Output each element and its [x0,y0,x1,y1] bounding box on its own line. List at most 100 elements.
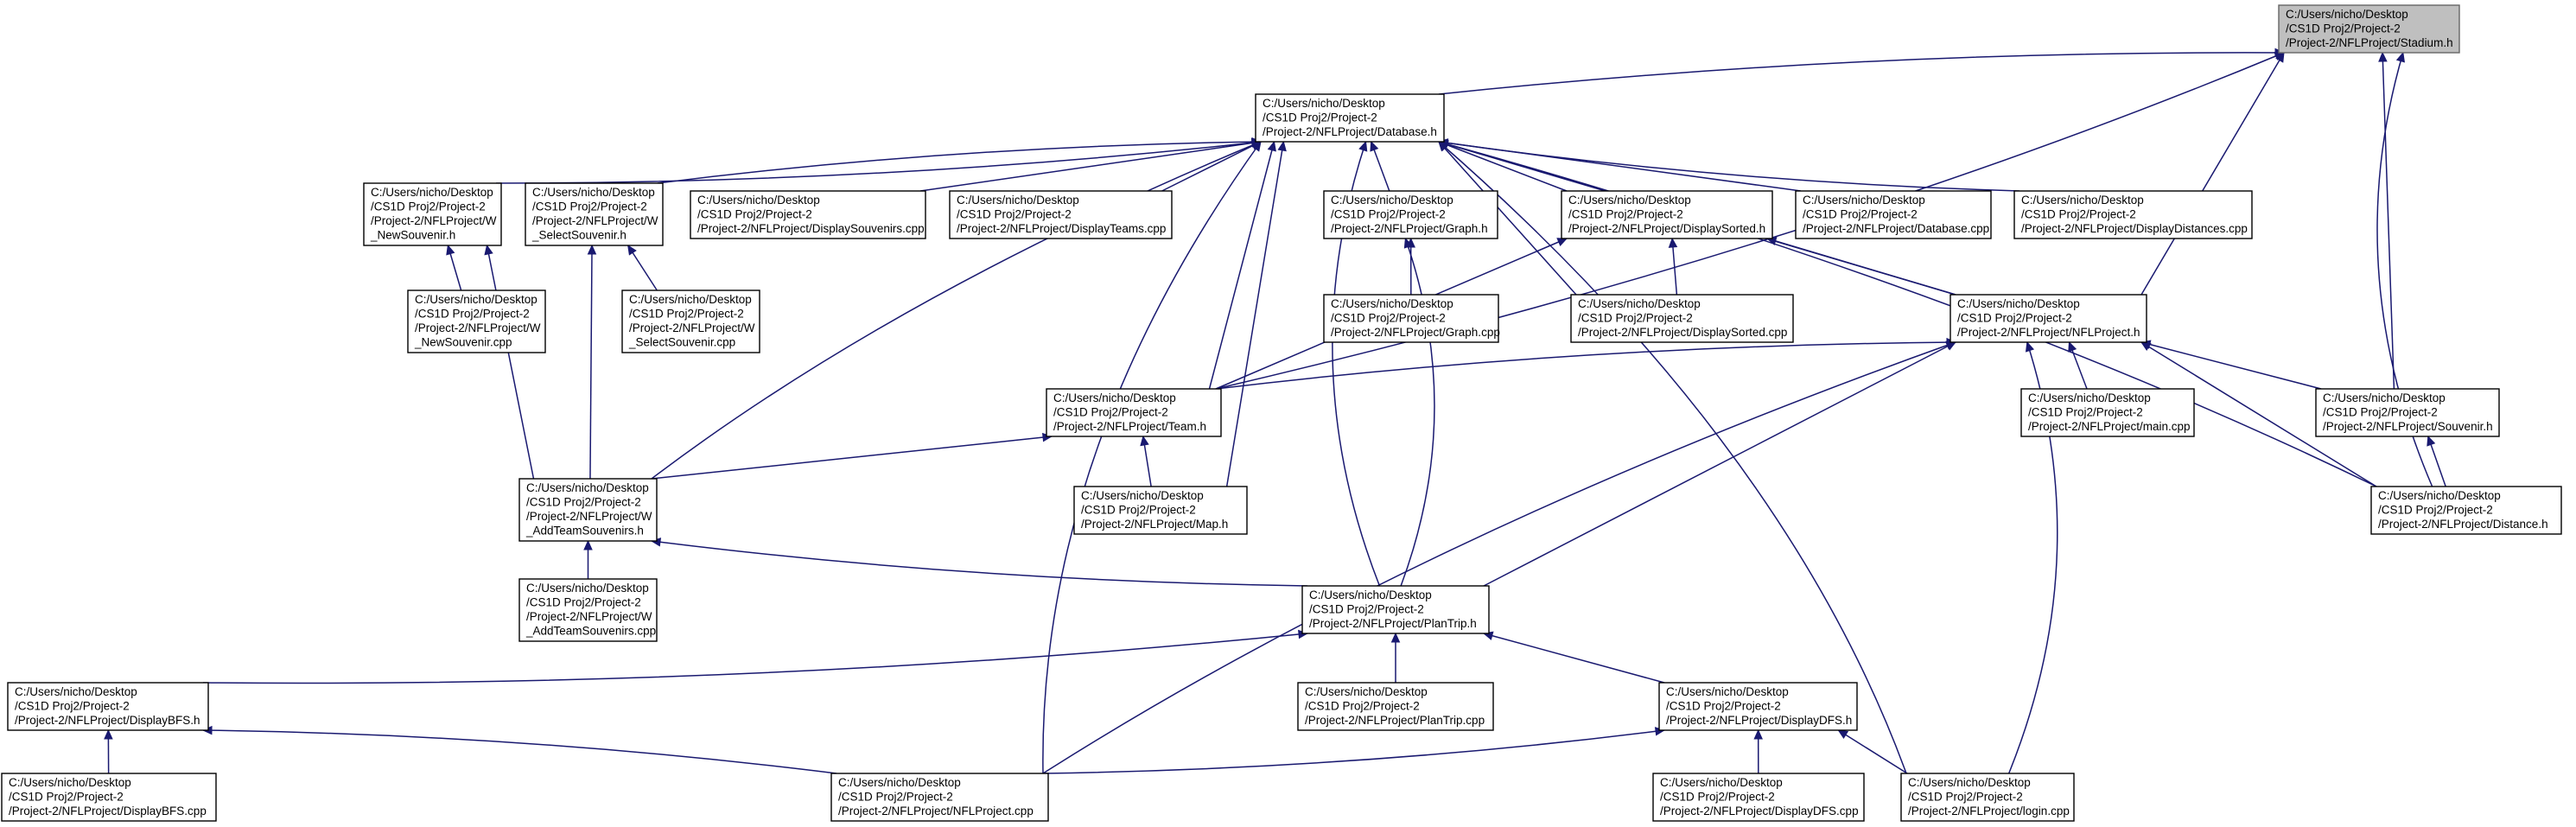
node-label-line: /Project-2/NFLProject/Souvenir.h [2323,420,2493,433]
file-node-graph-h[interactable]: C:/Users/nicho/Desktop/CS1D Proj2/Projec… [1323,190,1498,239]
arrowhead-icon [1277,140,1287,152]
edge-plantrip_cpp-includes-plantrip_h [1390,632,1401,683]
node-label-line: C:/Users/nicho/Desktop [2378,489,2501,502]
edge-line [1161,141,1262,192]
arrowhead-icon [583,539,593,550]
node-label-line: /Project-2/NFLProject/PlanTrip.h [1309,617,1477,630]
file-node-database-h[interactable]: C:/Users/nicho/Desktop/CS1D Proj2/Projec… [1255,93,1445,143]
node-label-line: C:/Users/nicho/Desktop [2286,8,2408,21]
node-label-line: /CS1D Proj2/Project-2 [1666,700,1781,713]
edge-distance_h-includes-souvenir_h [2427,435,2446,487]
file-node-displayteams-cpp[interactable]: C:/Users/nicho/Desktop/CS1D Proj2/Projec… [949,190,1173,239]
node-label-line: /Project-2/NFLProject/DisplaySouvenirs.c… [697,222,925,235]
edge-line [919,141,1262,192]
edge-plantrip_h-includes-graph_h [1400,237,1435,587]
arrowhead-icon [1140,435,1149,447]
edge-displaysorted_cpp-includes-displaysorted_h [1668,237,1678,296]
file-node-login-cpp[interactable]: C:/Users/nicho/Desktop/CS1D Proj2/Projec… [1900,773,2075,822]
edge-nflproject_cpp-includes-displaybfs_h [201,725,837,774]
file-node-souvenir-h[interactable]: C:/Users/nicho/Desktop/CS1D Proj2/Projec… [2315,388,2500,437]
edge-line [651,540,1308,587]
node-label-line: C:/Users/nicho/Desktop [1331,297,1453,310]
file-node-nflproject-cpp[interactable]: C:/Users/nicho/Desktop/CS1D Proj2/Projec… [830,773,1049,822]
node-box [1561,190,1773,239]
arrowhead-icon [2395,51,2405,63]
node-label-line: C:/Users/nicho/Desktop [371,186,493,199]
file-node-w-addteamsouvenirs-cpp[interactable]: C:/Users/nicho/Desktop/CS1D Proj2/Projec… [518,578,658,642]
node-label-line: /Project-2/NFLProject/DisplaySorted.h [1568,222,1765,235]
edge-map_h-includes-database_h [1225,140,1287,487]
node-label-line: /CS1D Proj2/Project-2 [526,596,641,609]
file-node-displaydistances-cpp[interactable]: C:/Users/nicho/Desktop/CS1D Proj2/Projec… [2013,190,2253,239]
edge-w_addteamsouvenirs_h-includes-team_h [651,432,1053,480]
node-label-line: C:/Users/nicho/Desktop [15,685,137,698]
node-label-line: C:/Users/nicho/Desktop [1309,588,1432,601]
node-label-line: _AddTeamSouvenirs.cpp [525,625,656,638]
arrowhead-icon [587,244,597,255]
node-label-line: /Project-2/NFLProject/DisplayBFS.cpp [9,805,207,817]
file-node-graph-cpp[interactable]: C:/Users/nicho/Desktop/CS1D Proj2/Projec… [1323,294,1500,343]
node-label-line: /CS1D Proj2/Project-2 [15,700,130,713]
file-node-plantrip-cpp[interactable]: C:/Users/nicho/Desktop/CS1D Proj2/Projec… [1297,682,1494,731]
file-node-w-addteamsouvenirs-h[interactable]: C:/Users/nicho/Desktop/CS1D Proj2/Projec… [518,478,658,542]
node-label-line: C:/Users/nicho/Desktop [526,481,649,494]
file-node-displaydfs-cpp[interactable]: C:/Users/nicho/Desktop/CS1D Proj2/Projec… [1652,773,1865,822]
node-box [1323,190,1498,239]
file-node-main-cpp[interactable]: C:/Users/nicho/Desktop/CS1D Proj2/Projec… [2020,388,2195,437]
file-node-database-cpp[interactable]: C:/Users/nicho/Desktop/CS1D Proj2/Projec… [1795,190,1992,239]
node-box [1795,190,1992,239]
node-label-line: /Project-2/NFLProject/Distance.h [2378,518,2548,531]
node-label-line: C:/Users/nicho/Desktop [9,776,131,789]
file-node-w-selectsouvenir-h[interactable]: C:/Users/nicho/Desktop/CS1D Proj2/Projec… [525,182,664,246]
node-label-line: /CS1D Proj2/Project-2 [1957,312,2072,325]
file-node-distance-h[interactable]: C:/Users/nicho/Desktop/CS1D Proj2/Projec… [2370,486,2562,535]
arrowhead-icon [1390,632,1401,643]
arrowhead-icon [1753,728,1763,740]
edge-line [1400,238,1435,587]
file-node-w-selectsouvenir-cpp[interactable]: C:/Users/nicho/Desktop/CS1D Proj2/Projec… [621,289,760,353]
file-node-displaybfs-h[interactable]: C:/Users/nicho/Desktop/CS1D Proj2/Projec… [7,682,209,731]
file-node-map-h[interactable]: C:/Users/nicho/Desktop/CS1D Proj2/Projec… [1073,486,1248,535]
node-box [1570,294,1794,343]
node-label-line: C:/Users/nicho/Desktop [532,186,655,199]
node-label-line: C:/Users/nicho/Desktop [1660,776,1783,789]
file-node-plantrip-h[interactable]: C:/Users/nicho/Desktop/CS1D Proj2/Projec… [1301,585,1490,634]
edge-line [1438,141,1568,192]
node-label-line: /CS1D Proj2/Project-2 [2378,504,2493,517]
arrowhead-icon [1668,237,1678,248]
edge-w_newsouvenir_cpp-includes-w_newsouvenir_h [446,244,462,291]
node-label-line: /Project-2/NFLProject/W [415,321,541,334]
file-node-displaybfs-cpp[interactable]: C:/Users/nicho/Desktop/CS1D Proj2/Projec… [1,773,217,822]
node-label-line: /Project-2/NFLProject/main.cpp [2028,420,2191,433]
node-label-line: /Project-2/NFLProject/W [371,214,497,227]
node-label-line: C:/Users/nicho/Desktop [415,293,537,306]
node-label-line: /Project-2/NFLProject/PlanTrip.cpp [1305,714,1485,727]
node-label-line: /Project-2/NFLProject/Stadium.h [2286,36,2453,49]
file-node-nflproject-h[interactable]: C:/Users/nicho/Desktop/CS1D Proj2/Projec… [1949,294,2147,343]
node-label-line: /CS1D Proj2/Project-2 [1578,312,1693,325]
arrowhead-icon [2427,435,2436,447]
file-node-displaysouvenirs-cpp[interactable]: C:/Users/nicho/Desktop/CS1D Proj2/Projec… [690,190,926,239]
node-box [1323,294,1499,343]
arrowhead-icon [1251,141,1262,152]
edge-graph_h-includes-database_h [1370,140,1390,192]
node-label-line: _AddTeamSouvenirs.h [525,525,644,538]
arrowhead-icon [1358,140,1368,152]
node-label-line: C:/Users/nicho/Desktop [1666,685,1789,698]
file-node-stadium-h[interactable]: C:/Users/nicho/Desktop/CS1D Proj2/Projec… [2278,4,2460,54]
file-node-displaysorted-cpp[interactable]: C:/Users/nicho/Desktop/CS1D Proj2/Projec… [1570,294,1794,343]
node-box [1,773,217,822]
edge-nflproject_cpp-includes-displaydfs_h [1042,727,1666,774]
node-box [1073,486,1248,535]
node-label-line: _NewSouvenir.h [370,229,455,242]
file-node-team-h[interactable]: C:/Users/nicho/Desktop/CS1D Proj2/Projec… [1046,388,1222,437]
edge-line [1215,341,1956,390]
file-node-w-newsouvenir-cpp[interactable]: C:/Users/nicho/Desktop/CS1D Proj2/Projec… [407,289,546,353]
file-node-displaysorted-h[interactable]: C:/Users/nicho/Desktop/CS1D Proj2/Projec… [1561,190,1773,239]
file-node-w-newsouvenir-h[interactable]: C:/Users/nicho/Desktop/CS1D Proj2/Projec… [363,182,502,246]
edge-line [2382,52,2395,390]
node-box [1949,294,2147,343]
edge-line [2140,341,2377,487]
file-node-displaydfs-h[interactable]: C:/Users/nicho/Desktop/CS1D Proj2/Projec… [1658,682,1858,731]
edge-w_addteamsouvenirs_cpp-includes-w_addteamsouvenirs_h [583,539,593,579]
